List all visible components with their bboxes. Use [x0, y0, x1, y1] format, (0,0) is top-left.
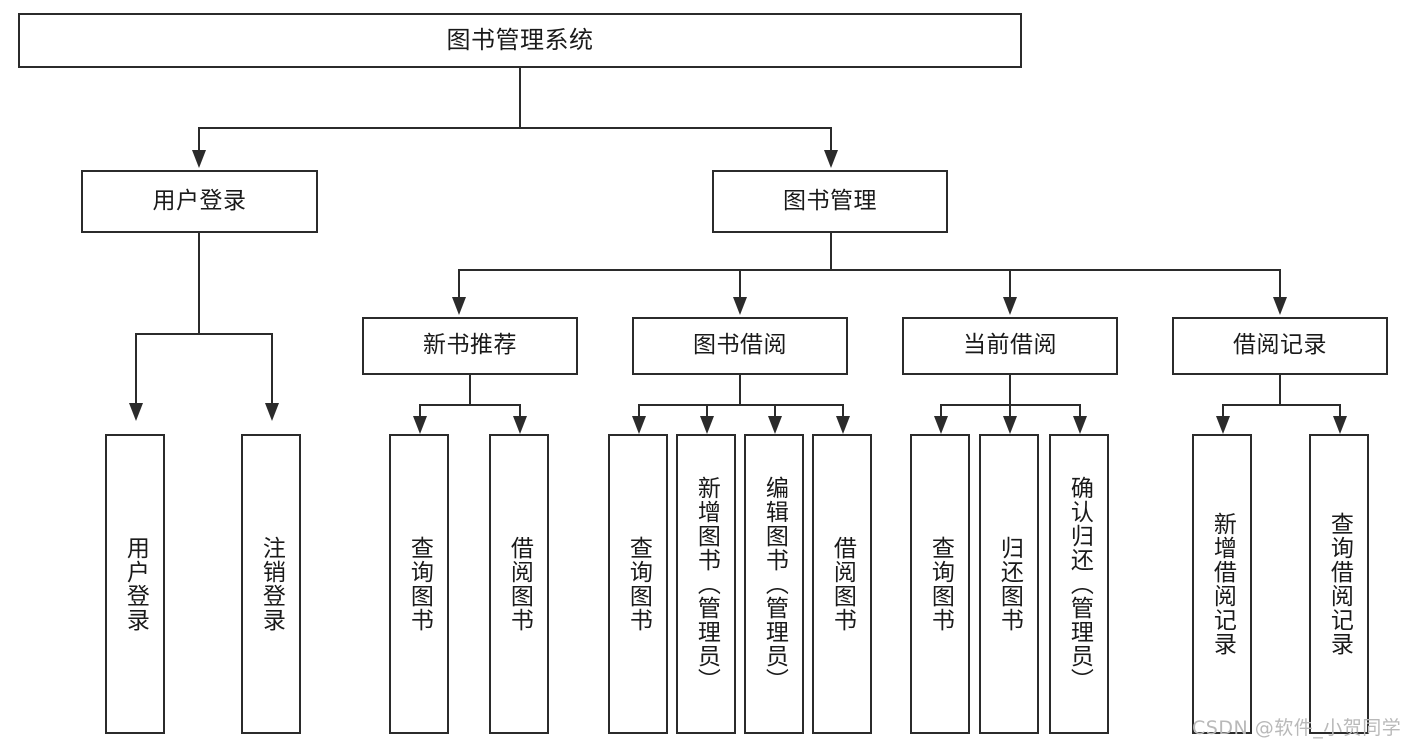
connector-book-borrow-to-leaf-4 — [842, 404, 844, 419]
connector-new-book-to-leaf-1 — [419, 404, 421, 419]
connector-book-borrow-stem — [739, 375, 741, 405]
connector-current-borrow-stem — [1009, 375, 1011, 405]
connector-book-manage-to-current-borrow — [1009, 269, 1011, 299]
connector-book-manage-to-borrow-record — [1279, 269, 1281, 299]
connector-book-manage-bar — [458, 269, 1280, 271]
leaf-label: 确认归还（管理员） — [1066, 476, 1093, 692]
leaf-label: 查询图书 — [927, 536, 954, 632]
connector-book-manage-stem — [830, 233, 832, 270]
arrow-root-to-book-manage — [824, 150, 838, 168]
connector-new-book-bar — [419, 404, 520, 406]
connector-new-book-to-leaf-2 — [519, 404, 521, 419]
leaf-edit-book[interactable]: 编辑图书（管理员） — [744, 434, 804, 734]
arrow-book-manage-to-new-book — [452, 297, 466, 315]
leaf-label: 查询借阅记录 — [1326, 512, 1353, 656]
arrow-user-login-to-leaf-2 — [265, 403, 279, 421]
connector-book-borrow-bar — [638, 404, 842, 406]
leaf-label: 用户登录 — [122, 536, 149, 632]
leaf-label: 查询图书 — [406, 536, 433, 632]
leaf-add-borrow-record[interactable]: 新增借阅记录 — [1192, 434, 1252, 734]
leaf-label: 借阅图书 — [829, 536, 856, 632]
leaf-query-book-recommend[interactable]: 查询图书 — [389, 434, 449, 734]
leaf-label: 新增图书（管理员） — [693, 476, 720, 692]
node-label: 用户登录 — [152, 187, 247, 214]
leaf-label: 归还图书 — [996, 536, 1023, 632]
connector-user-login-bar — [135, 333, 272, 335]
connector-borrow-record-stem — [1279, 375, 1281, 405]
leaf-label: 借阅图书 — [506, 536, 533, 632]
connector-book-manage-to-book-borrow — [739, 269, 741, 299]
node-current-borrow[interactable]: 当前借阅 — [902, 317, 1118, 375]
node-label: 新书推荐 — [423, 332, 517, 359]
connector-current-borrow-to-leaf-1 — [940, 404, 942, 419]
connector-book-manage-to-new-book — [458, 269, 460, 299]
arrow-book-manage-to-current-borrow — [1003, 297, 1017, 315]
connector-book-borrow-to-leaf-3 — [774, 404, 776, 419]
connector-user-login-to-leaf-2 — [271, 333, 273, 405]
connector-new-book-stem — [469, 375, 471, 405]
arrow-current-borrow-to-leaf-3 — [1073, 416, 1087, 434]
connector-borrow-record-to-leaf-1 — [1222, 404, 1224, 419]
arrow-book-borrow-to-leaf-4 — [836, 416, 850, 434]
connector-borrow-record-to-leaf-2 — [1339, 404, 1341, 419]
arrow-root-to-user-login — [192, 150, 206, 168]
connector-user-login-stem — [198, 233, 200, 334]
csdn-watermark: CSDN @软件_小贺同学 — [1192, 713, 1401, 740]
arrow-book-manage-to-borrow-record — [1273, 297, 1287, 315]
leaf-confirm-return[interactable]: 确认归还（管理员） — [1049, 434, 1109, 734]
leaf-label: 注销登录 — [258, 536, 285, 632]
node-label: 借阅记录 — [1233, 332, 1327, 359]
arrow-book-borrow-to-leaf-1 — [632, 416, 646, 434]
connector-root-stem — [519, 68, 521, 128]
connector-book-borrow-to-leaf-1 — [638, 404, 640, 419]
connector-root-bar — [198, 127, 832, 129]
node-label: 图书借阅 — [693, 332, 787, 359]
arrow-new-book-to-leaf-2 — [513, 416, 527, 434]
leaf-label: 编辑图书（管理员） — [761, 476, 788, 692]
leaf-borrow-book[interactable]: 借阅图书 — [812, 434, 872, 734]
arrow-book-borrow-to-leaf-2 — [700, 416, 714, 434]
connector-user-login-to-leaf-1 — [135, 333, 137, 405]
leaf-user-login[interactable]: 用户登录 — [105, 434, 165, 734]
watermark-text: CSDN @软件_小贺同学 — [1192, 717, 1402, 739]
connector-book-borrow-to-leaf-2 — [706, 404, 708, 419]
leaf-query-book-current[interactable]: 查询图书 — [910, 434, 970, 734]
arrow-current-borrow-to-leaf-1 — [934, 416, 948, 434]
arrow-new-book-to-leaf-1 — [413, 416, 427, 434]
leaf-borrow-book-recommend[interactable]: 借阅图书 — [489, 434, 549, 734]
arrow-user-login-to-leaf-1 — [129, 403, 143, 421]
node-book-borrow[interactable]: 图书借阅 — [632, 317, 848, 375]
node-user-login[interactable]: 用户登录 — [81, 170, 318, 233]
leaf-logout[interactable]: 注销登录 — [241, 434, 301, 734]
connector-root-to-user-login — [198, 127, 200, 153]
node-new-book-recommend[interactable]: 新书推荐 — [362, 317, 578, 375]
connector-borrow-record-bar — [1222, 404, 1339, 406]
arrow-borrow-record-to-leaf-1 — [1216, 416, 1230, 434]
arrow-current-borrow-to-leaf-2 — [1003, 416, 1017, 434]
node-label: 图书管理系统 — [446, 26, 594, 55]
leaf-label: 查询图书 — [625, 536, 652, 632]
node-label: 当前借阅 — [963, 332, 1057, 359]
arrow-book-manage-to-book-borrow — [733, 297, 747, 315]
node-book-management[interactable]: 图书管理 — [712, 170, 948, 233]
arrow-borrow-record-to-leaf-2 — [1333, 416, 1347, 434]
leaf-query-book-borrow[interactable]: 查询图书 — [608, 434, 668, 734]
connector-current-borrow-to-leaf-3 — [1079, 404, 1081, 419]
connector-current-borrow-to-leaf-2 — [1009, 404, 1011, 419]
node-root-book-management-system[interactable]: 图书管理系统 — [18, 13, 1022, 68]
leaf-return-book[interactable]: 归还图书 — [979, 434, 1039, 734]
leaf-query-borrow-record[interactable]: 查询借阅记录 — [1309, 434, 1369, 734]
leaf-label: 新增借阅记录 — [1209, 512, 1236, 656]
connector-root-to-book-manage — [830, 127, 832, 153]
leaf-add-book[interactable]: 新增图书（管理员） — [676, 434, 736, 734]
arrow-book-borrow-to-leaf-3 — [768, 416, 782, 434]
node-borrow-record[interactable]: 借阅记录 — [1172, 317, 1388, 375]
node-label: 图书管理 — [783, 187, 877, 214]
